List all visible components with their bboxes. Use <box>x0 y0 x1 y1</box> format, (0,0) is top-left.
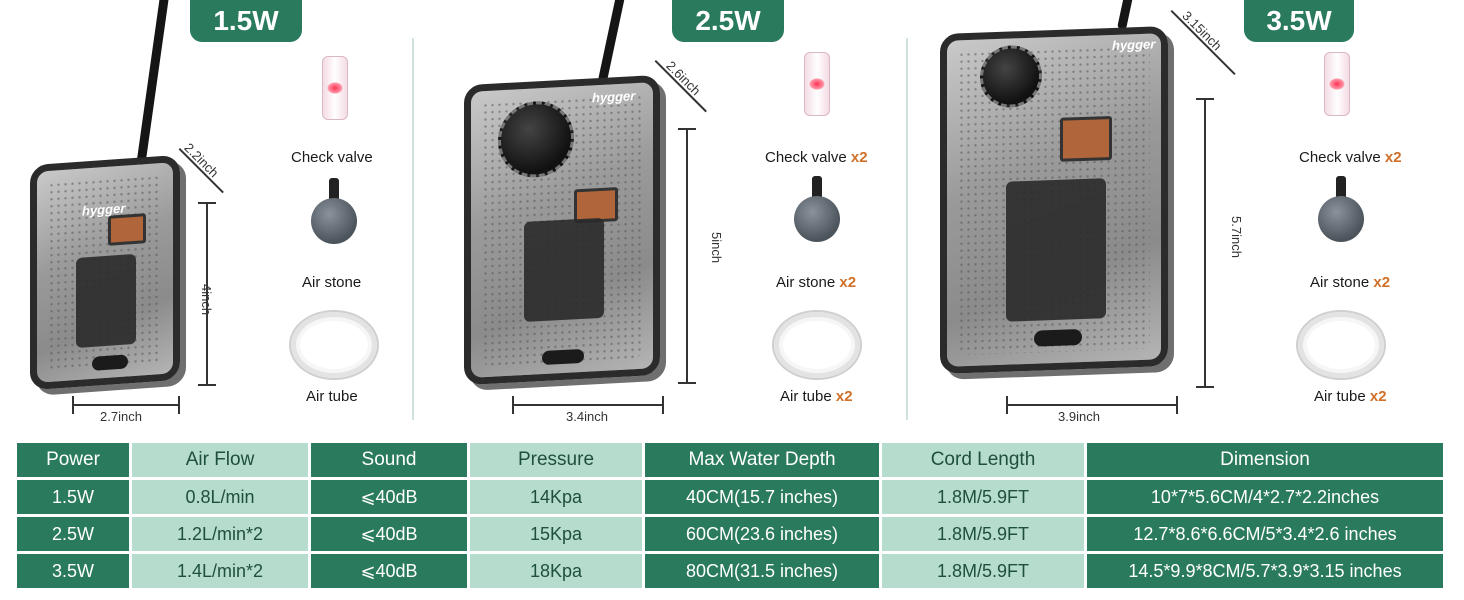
width-label: 3.9inch <box>1058 409 1100 424</box>
air-tube-label: Air tube x2 <box>780 388 853 405</box>
depth-label: 3.15inch <box>1179 8 1225 54</box>
check-valve-label: Check valve x2 <box>1299 149 1402 166</box>
cell-dimension: 10*7*5.6CM/4*2.7*2.2inches <box>1087 480 1443 514</box>
power-badge: 2.5W <box>672 0 784 42</box>
cell-cord-length: 1.8M/5.9FT <box>882 554 1084 588</box>
header-max-depth: Max Water Depth <box>645 443 879 477</box>
spec-table: Power Air Flow Sound Pressure Max Water … <box>14 440 1446 591</box>
cell-max-depth: 40CM(15.7 inches) <box>645 480 879 514</box>
air-stone-image <box>311 178 357 246</box>
cell-power: 1.5W <box>17 480 129 514</box>
air-tube-image <box>774 312 860 378</box>
product-panel-2-5w: 2.5W hygger 3.4inch 5inch 2.6inch Check … <box>416 0 906 430</box>
air-tube-label: Air tube <box>306 388 358 405</box>
power-cord <box>1117 0 1133 31</box>
check-valve-label: Check valve <box>291 149 373 166</box>
product-panel-3-5w: 3.5W hygger 3.9inch 5.7inch 3.15inch Che… <box>910 0 1464 430</box>
cell-pressure: 18Kpa <box>470 554 642 588</box>
cell-sound: ⩽40dB <box>311 517 467 551</box>
check-valve-image <box>804 52 830 116</box>
cell-power: 3.5W <box>17 554 129 588</box>
cell-air-flow: 1.2L/min*2 <box>132 517 308 551</box>
header-dimension: Dimension <box>1087 443 1443 477</box>
power-badge: 3.5W <box>1244 0 1354 42</box>
air-pump-image: hygger <box>30 154 180 391</box>
air-tube-label: Air tube x2 <box>1314 388 1387 405</box>
power-badge: 1.5W <box>190 0 302 42</box>
cell-sound: ⩽40dB <box>311 554 467 588</box>
product-panel-1-5w: 1.5W hygger 2.7inch 4inch 2.2inch Check … <box>0 0 410 430</box>
air-pump-image: hygger <box>464 74 660 386</box>
cell-air-flow: 0.8L/min <box>132 480 308 514</box>
brand-logo: hygger <box>1112 36 1156 53</box>
cell-pressure: 14Kpa <box>470 480 642 514</box>
panel-divider <box>412 38 414 420</box>
air-stone-image <box>794 176 840 244</box>
cell-cord-length: 1.8M/5.9FT <box>882 517 1084 551</box>
brand-logo: hygger <box>592 88 636 106</box>
brand-logo: hygger <box>82 200 126 219</box>
air-stone-label: Air stone x2 <box>1310 274 1391 291</box>
panel-divider <box>906 38 908 420</box>
air-pump-image: hygger <box>940 26 1168 374</box>
width-label: 3.4inch <box>566 409 608 424</box>
depth-label: 2.6inch <box>663 58 704 99</box>
header-power: Power <box>17 443 129 477</box>
header-air-flow: Air Flow <box>132 443 308 477</box>
height-label: 5.7inch <box>1229 216 1244 258</box>
cell-power: 2.5W <box>17 517 129 551</box>
air-stone-image <box>1318 176 1364 244</box>
width-label: 2.7inch <box>100 409 142 424</box>
header-sound: Sound <box>311 443 467 477</box>
cell-dimension: 12.7*8.6*6.6CM/5*3.4*2.6 inches <box>1087 517 1443 551</box>
check-valve-image <box>1324 52 1350 116</box>
height-label: 4inch <box>199 284 214 316</box>
table-row: 2.5W 1.2L/min*2 ⩽40dB 15Kpa 60CM(23.6 in… <box>17 517 1443 551</box>
cell-sound: ⩽40dB <box>311 480 467 514</box>
air-stone-label: Air stone <box>302 274 362 291</box>
check-valve-image <box>322 56 348 120</box>
table-row: 1.5W 0.8L/min ⩽40dB 14Kpa 40CM(15.7 inch… <box>17 480 1443 514</box>
cell-dimension: 14.5*9.9*8CM/5.7*3.9*3.15 inches <box>1087 554 1443 588</box>
cell-cord-length: 1.8M/5.9FT <box>882 480 1084 514</box>
power-cord <box>136 0 169 165</box>
cell-max-depth: 80CM(31.5 inches) <box>645 554 879 588</box>
air-tube-image <box>291 312 377 378</box>
height-label: 5inch <box>709 232 724 264</box>
cell-max-depth: 60CM(23.6 inches) <box>645 517 879 551</box>
air-stone-label: Air stone x2 <box>776 274 857 291</box>
air-tube-image <box>1298 312 1384 378</box>
table-row: 3.5W 1.4L/min*2 ⩽40dB 18Kpa 80CM(31.5 in… <box>17 554 1443 588</box>
depth-label: 2.2inch <box>181 140 222 181</box>
power-cord <box>597 0 625 84</box>
header-pressure: Pressure <box>470 443 642 477</box>
check-valve-label: Check valve x2 <box>765 149 868 166</box>
table-header-row: Power Air Flow Sound Pressure Max Water … <box>17 443 1443 477</box>
header-cord-length: Cord Length <box>882 443 1084 477</box>
cell-pressure: 15Kpa <box>470 517 642 551</box>
cell-air-flow: 1.4L/min*2 <box>132 554 308 588</box>
